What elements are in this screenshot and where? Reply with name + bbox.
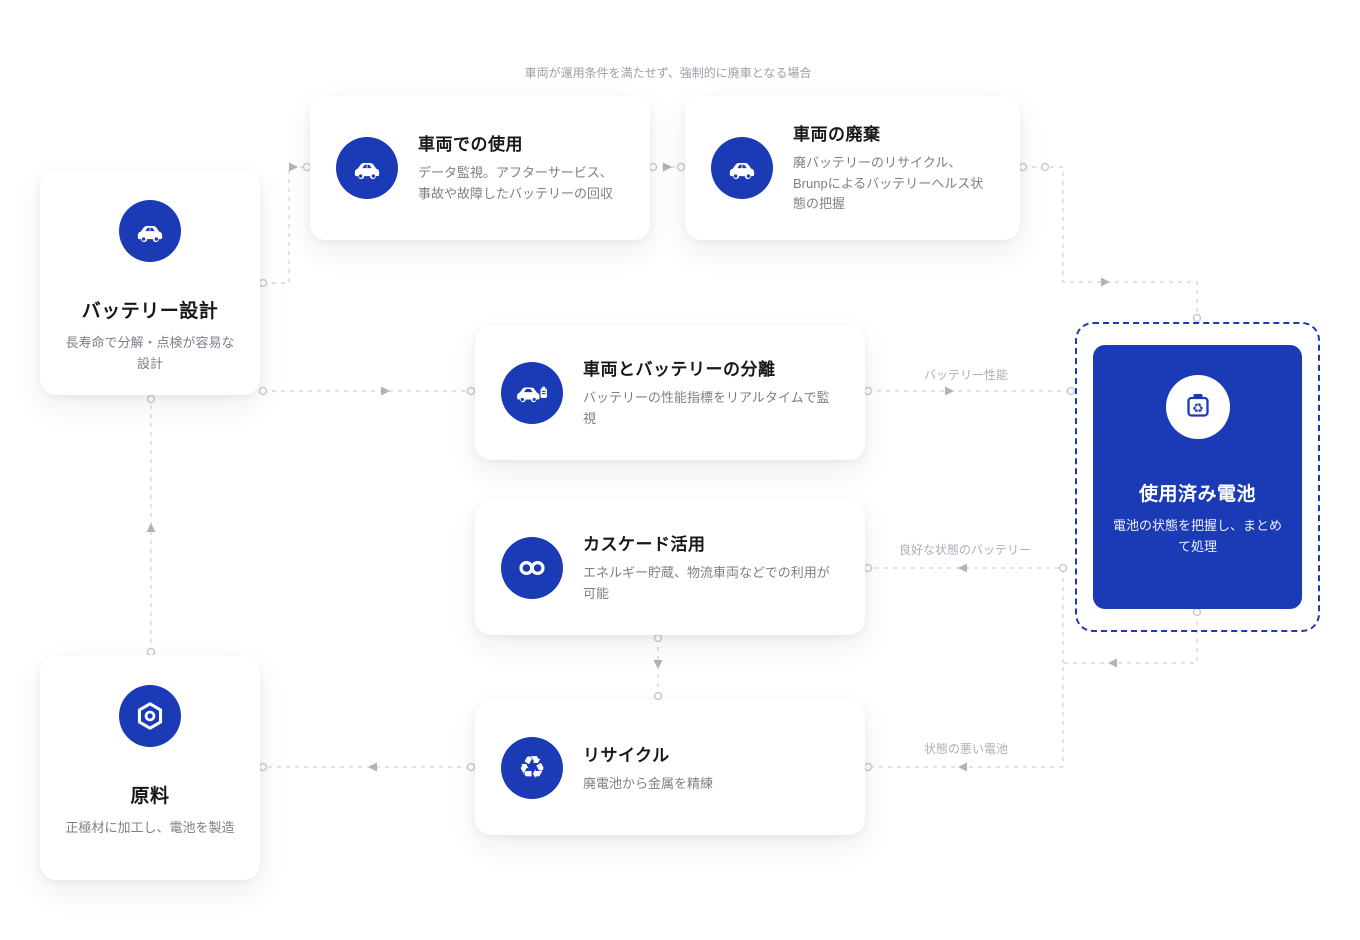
recycle-glyph: ♻ [518, 750, 546, 785]
arrow-right-icon [1101, 277, 1110, 287]
connector-design-to-use [263, 166, 305, 284]
card-title: 車両での使用 [418, 135, 523, 155]
card-text: 車両での使用 データ監視。アフターサービス、事故や故障したバッテリーの回収 [418, 130, 624, 205]
card-used-battery-highlight: ♻ 使用済み電池 電池の状態を把握し、まとめて処理 [1075, 322, 1320, 632]
card-body: 廃バッテリーのリサイクル、Brunpによるバッテリーヘルス状態の把握 [793, 154, 984, 212]
arrow-left-icon [1108, 658, 1117, 668]
card-title: バッテリー設計 [81, 301, 219, 322]
connector-rail-to-cascade [868, 567, 1064, 663]
infinity-icon [501, 536, 563, 599]
card-body: バッテリーの性能指標をリアルタイムで監視 [583, 390, 830, 426]
card-title: 原料 [130, 786, 170, 807]
connector-arrows [146, 162, 1117, 772]
card-title: 使用済み電池 [1138, 484, 1256, 505]
car-icon [336, 136, 398, 199]
card-raw-material: 原料 正極材に加工し、電池を製造 [40, 655, 260, 880]
card-recycle: ♻ リサイクル 廃電池から金属を精練 [475, 700, 865, 835]
card-text: カスケード活用 エネルギー貯蔵、物流車両などでの利用が可能 [583, 530, 839, 605]
card-body: 電池の状態を把握し、まとめて処理 [1112, 518, 1282, 554]
card-title: 車両とバッテリーの分離 [583, 360, 776, 380]
recycle-icon: ♻ [501, 736, 563, 799]
edge-label-bad-battery: 状態の悪い電池 [923, 742, 1008, 756]
card-title: カスケード活用 [583, 535, 706, 555]
card-body: データ監視。アフターサービス、事故や故障したバッテリーの回収 [418, 165, 614, 201]
connector-nodes [146, 162, 1202, 772]
card-vehicle-disposal: 車両の廃棄 廃バッテリーのリサイクル、Brunpによるバッテリーヘルス状態の把握 [685, 95, 1020, 240]
arrow-left-icon [958, 762, 967, 772]
arrow-right-icon [289, 162, 298, 172]
car-icon [711, 136, 773, 199]
edge-label-good-battery: 良好な状態のバッテリー [898, 543, 1031, 557]
arrow-up-icon [146, 523, 156, 532]
arrow-right-icon [663, 162, 672, 172]
recycle-glyph: ♻ [1192, 402, 1204, 417]
card-text: 車両の廃棄 廃バッテリーのリサイクル、Brunpによるバッテリーヘルス状態の把握 [793, 120, 994, 215]
battery-recycle-icon: ♻ [1165, 375, 1230, 439]
card-body: 正極材に加工し、電池を製造 [65, 820, 235, 835]
card-title: 車両の廃棄 [793, 124, 881, 144]
car-battery-icon [501, 361, 563, 424]
arrow-down-icon [653, 660, 663, 669]
card-title: リサイクル [583, 745, 670, 765]
card-separation: 車両とバッテリーの分離 バッテリーの性能指標をリアルタイムで監視 [475, 325, 865, 460]
arrow-left-icon [368, 762, 377, 772]
connector-disposal-to-usedbattery [1023, 166, 1198, 318]
car-icon [119, 200, 181, 262]
connector-usedbattery-rail [1062, 612, 1198, 767]
card-vehicle-use: 車両での使用 データ監視。アフターサービス、事故や故障したバッテリーの回収 [310, 95, 650, 240]
arrow-left-icon [958, 563, 967, 573]
card-body: 廃電池から金属を精練 [583, 775, 714, 791]
edge-label-battery-performance: バッテリー性能 [923, 368, 1008, 382]
card-battery-design: バッテリー設計 長寿命で分解・点検が容易な設計 [40, 170, 260, 395]
card-cascade: カスケード活用 エネルギー貯蔵、物流車両などでの利用が可能 [475, 500, 865, 635]
card-body: エネルギー貯蔵、物流車両などでの利用が可能 [583, 565, 830, 601]
card-text: リサイクル 廃電池から金属を精練 [583, 741, 713, 795]
annotation-forced-scrap: 車両が運用条件を満たせず、強制的に廃車となる場合 [524, 66, 812, 80]
hexagon-nut-icon [119, 685, 181, 747]
arrow-right-icon [381, 386, 390, 396]
arrow-right-icon [945, 386, 954, 396]
card-body: 長寿命で分解・点検が容易な設計 [65, 335, 235, 371]
card-used-battery: ♻ 使用済み電池 電池の状態を把握し、まとめて処理 [1093, 345, 1302, 609]
card-text: 車両とバッテリーの分離 バッテリーの性能指標をリアルタイムで監視 [583, 355, 839, 430]
